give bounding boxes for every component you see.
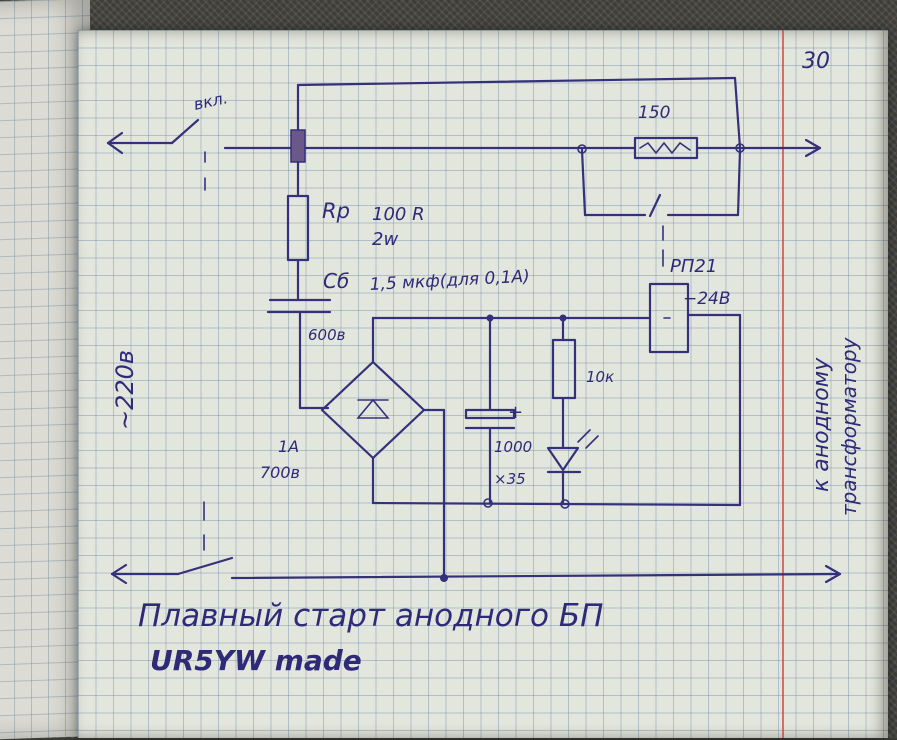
cb-voltage: 600в — [308, 326, 346, 344]
dc-rails — [371, 313, 742, 509]
bottom-mains-line — [110, 501, 842, 585]
led-resistor-label: 10к — [586, 368, 614, 386]
rp-name: Rр — [322, 199, 350, 223]
resistor-rp — [286, 160, 310, 302]
capacitor-1000uf — [464, 316, 516, 505]
output-label-line2: трансформатору — [837, 336, 861, 516]
cb-name: Cб — [323, 269, 349, 293]
bypass-resistor-label: 150 — [638, 103, 670, 123]
margin-line — [782, 30, 784, 738]
cap-value: 1000 — [494, 438, 532, 456]
switch-label: вкл. — [192, 88, 230, 114]
capacitor-cb — [266, 298, 332, 410]
cb-value: 1,5 мкф(для 0,1А) — [369, 267, 530, 295]
diode-bridge — [320, 316, 446, 580]
top-mains-line — [106, 118, 580, 191]
led-branch — [546, 316, 599, 505]
relay-contact — [580, 148, 742, 267]
cap-voltage: ×35 — [494, 470, 526, 488]
relay-voltage: −24В — [683, 289, 731, 309]
relay-name: РП21 — [670, 256, 717, 277]
cap-plus: + — [508, 402, 523, 423]
power-switch — [170, 118, 200, 145]
bypass-resistor-150 — [576, 136, 822, 160]
mains-label: ~220в — [111, 350, 139, 430]
relay-coil — [648, 282, 690, 354]
author-signature: UR5YW made — [150, 644, 362, 677]
bridge-voltage: 700в — [260, 463, 300, 482]
schematic-title: Плавный старт анодного БП — [138, 598, 603, 634]
rp-value: 100 R — [372, 204, 425, 225]
bypass-loop — [290, 76, 742, 163]
output-label-line1: к анодному — [809, 357, 834, 492]
rp-power: 2w — [372, 229, 398, 250]
page-number: 30 — [802, 49, 830, 74]
bridge-current: 1A — [278, 437, 299, 456]
